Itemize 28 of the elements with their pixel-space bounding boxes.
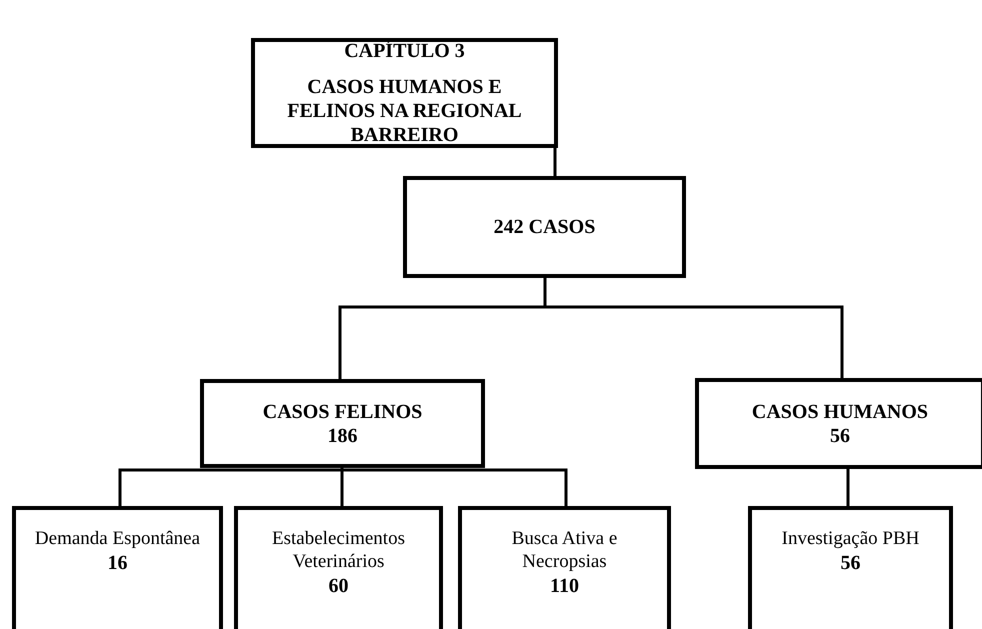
heading-box xyxy=(251,38,558,148)
box-title: CASOS HUMANOS xyxy=(752,400,928,424)
heading-box xyxy=(200,379,485,468)
box-title: Demanda Espontânea xyxy=(34,528,200,551)
connector-line xyxy=(846,468,850,506)
box-title: Estabelecimentos Veterinários xyxy=(271,528,406,574)
box-value: 56 xyxy=(840,550,860,575)
category-box xyxy=(12,506,223,629)
box-title: 242 CASOS xyxy=(494,215,596,239)
box-value: 110 xyxy=(550,574,579,598)
heading-box xyxy=(403,176,686,278)
box-value: 56 xyxy=(830,424,850,448)
connector-line xyxy=(340,467,568,506)
connector-line xyxy=(544,278,844,378)
box-value: CASOS HUMANOS E FELINOS NA REGIONAL BARREIRO xyxy=(286,75,523,147)
box-title: Busca Ativa e Necropsias xyxy=(510,528,618,574)
heading-box xyxy=(695,378,982,469)
box-value: 186 xyxy=(328,424,358,448)
box-title: CASOS FELINOS xyxy=(262,400,422,424)
box-title: Investigação PBH xyxy=(782,528,920,551)
box-title: CAPÍTULO 3 xyxy=(344,39,465,63)
connector-line xyxy=(118,467,344,506)
category-box xyxy=(748,506,953,629)
connector-line xyxy=(554,148,556,176)
box-value: 60 xyxy=(328,574,348,598)
category-box xyxy=(458,506,671,629)
box-value: 16 xyxy=(108,550,128,575)
category-box xyxy=(234,506,443,629)
